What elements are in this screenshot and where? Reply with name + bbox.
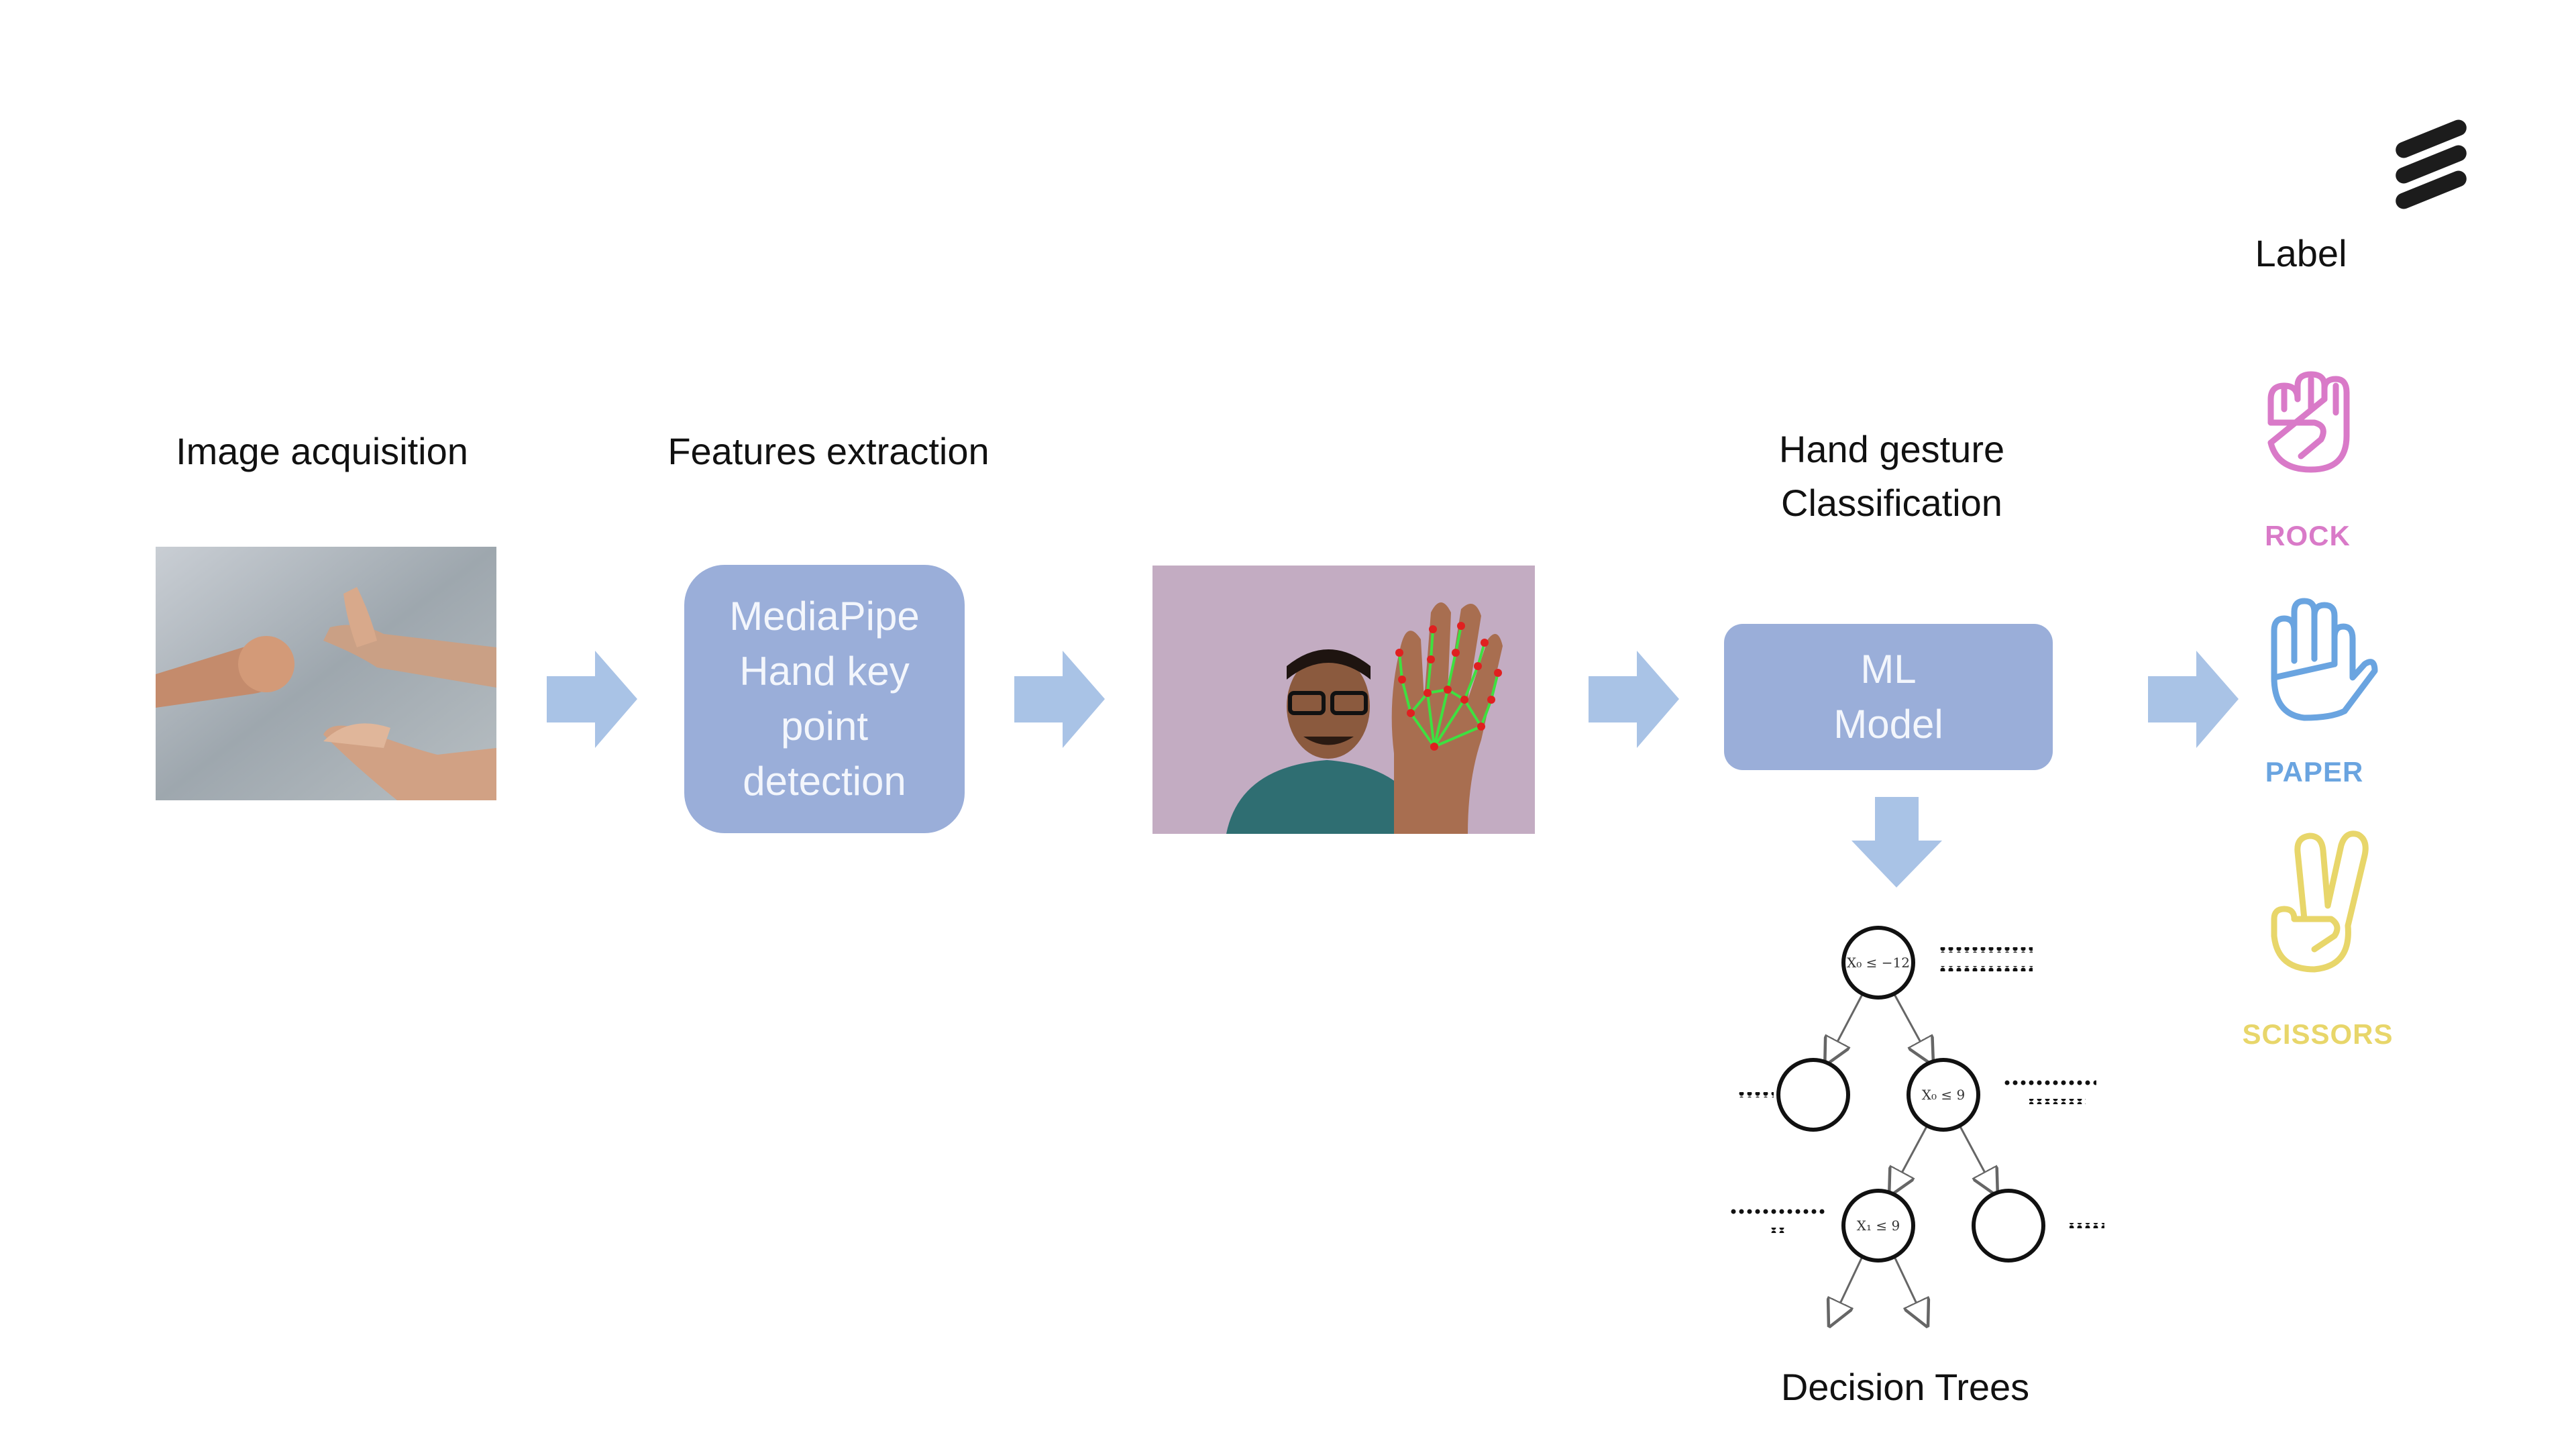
tree-leaf-node bbox=[1776, 1058, 1850, 1132]
arrow-right-icon bbox=[2148, 651, 2239, 748]
scissors-label: SCISSORS bbox=[2242, 1018, 2394, 1050]
ericsson-logo-icon bbox=[2396, 119, 2467, 209]
mediapipe-line1: MediaPipe bbox=[729, 594, 920, 639]
mediapipe-box: MediaPipe Hand key point detection bbox=[684, 565, 965, 833]
paper-label: PAPER bbox=[2265, 756, 2364, 788]
decision-tree-diagram: X₀ ≤ −12 X₀ ≤ 9 X₁ ≤ 9 bbox=[1731, 926, 2104, 1335]
hand-gesture-classification-title: Hand gesture Classification bbox=[1717, 423, 2066, 530]
arrow-right-icon bbox=[1589, 651, 1679, 748]
label-title: Label bbox=[2255, 232, 2347, 274]
scissors-icon bbox=[2271, 830, 2369, 973]
arrow-down-icon bbox=[1851, 797, 1942, 888]
tree-internal-node bbox=[1907, 1058, 1980, 1132]
ml-model-line2: Model bbox=[1833, 702, 1943, 747]
features-extraction-title: Features extraction bbox=[667, 430, 989, 472]
ml-model-box: ML Model bbox=[1724, 624, 2053, 770]
tree-internal-node bbox=[1841, 1189, 1915, 1263]
tree-right-condition: X₀ ≤ 9 bbox=[1922, 1087, 1965, 1103]
decision-trees-title: Decision Trees bbox=[1780, 1366, 2030, 1408]
rock-label: ROCK bbox=[2265, 520, 2351, 551]
rock-icon bbox=[2267, 371, 2350, 473]
classification-title-line1: Hand gesture bbox=[1778, 428, 2005, 470]
mediapipe-line3: point bbox=[780, 704, 869, 749]
tree-left-bottom-condition: X₁ ≤ 9 bbox=[1857, 1218, 1900, 1234]
hands-photo bbox=[156, 547, 496, 800]
tree-root-node bbox=[1841, 926, 1915, 1000]
arrow-right-icon bbox=[547, 651, 637, 748]
arrow-right-icon bbox=[1014, 651, 1105, 748]
mediapipe-line2: Hand key bbox=[739, 649, 910, 694]
mediapipe-line4: detection bbox=[743, 759, 906, 804]
image-acquisition-title: Image acquisition bbox=[176, 430, 468, 472]
paper-icon bbox=[2271, 598, 2378, 721]
ml-model-line1: ML bbox=[1860, 647, 1917, 692]
tree-leaf-node bbox=[1972, 1189, 2045, 1263]
tree-root-condition: X₀ ≤ −12 bbox=[1847, 955, 1910, 971]
hand-keypoints-photo bbox=[1152, 566, 1535, 834]
classification-title-line2: Classification bbox=[1781, 482, 2002, 524]
